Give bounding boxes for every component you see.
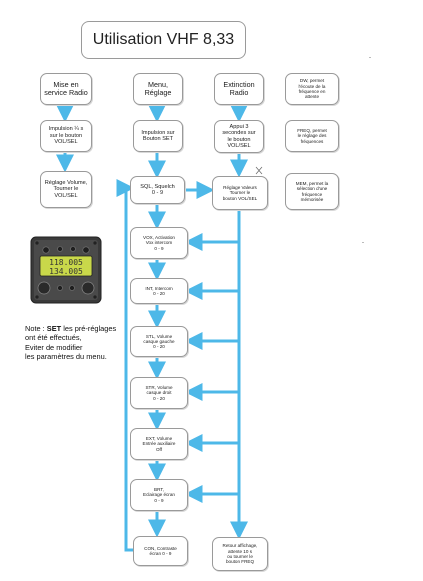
menu-line: 0 - 9	[154, 245, 164, 251]
menu-line: STL, Volume	[145, 333, 173, 339]
step-line: secondes sur	[222, 130, 256, 137]
vhf-radio-image: 118.005 134.005	[30, 236, 102, 304]
menu-line: BRT,	[154, 487, 164, 493]
step-line: attente 10 s	[227, 548, 252, 554]
freq-knob-icon	[81, 281, 95, 295]
step-line: Bouton SET	[142, 136, 174, 142]
step-line: Réglage Valeurs	[223, 185, 257, 191]
note-line: Eviter de modifier	[25, 342, 83, 352]
arrow-loop	[116, 179, 135, 552]
header-line: Menu,	[148, 79, 168, 89]
info-line: attente	[304, 94, 320, 100]
menu-line: VOX, Activation	[143, 235, 175, 241]
menu-line: écran 0 - 9	[149, 551, 172, 556]
step-line: bouton VOL/SEL	[222, 195, 258, 201]
freq-active: 118.005	[49, 258, 83, 267]
page-title: Utilisation VHF 8,33	[92, 31, 235, 48]
menu-line: 0 - 20	[153, 395, 165, 401]
title-box: Utilisation VHF 8,33	[81, 21, 246, 59]
step-line: Retour affichage,	[222, 543, 258, 549]
menu-line: SQL, Squelch	[140, 183, 175, 190]
note-prefix: Note :	[25, 324, 47, 333]
menu-line: casque droit	[146, 390, 172, 396]
header-line: Extinction	[223, 79, 255, 89]
speck	[362, 242, 364, 243]
info-line: mémorisée	[300, 196, 324, 202]
note-bold: SET	[46, 324, 62, 333]
menu-line: 0 - 9	[151, 190, 164, 196]
step-line: VOL/SEL	[54, 139, 78, 146]
menu-line: Entrée auxiliaire	[142, 441, 176, 447]
step-line: sur le bouton	[49, 132, 83, 139]
menu-line: Vox intercom	[145, 240, 173, 246]
info-line: DW, permet	[299, 78, 325, 84]
step-line: bouton FREQ	[225, 559, 255, 565]
menu-line: 0 - 9	[154, 497, 164, 503]
header-line: Réglage	[144, 88, 172, 97]
lcd-display	[39, 255, 93, 277]
step-line: VOL/SEL	[227, 142, 251, 149]
menu-line: STR, Volume	[145, 385, 173, 391]
info-line: FREQ, permet	[297, 128, 327, 134]
step-line: Impulsion ¼ s	[48, 126, 84, 133]
info-line: l'écoute de la	[298, 83, 326, 89]
step-line: VOL/SEL	[54, 192, 78, 199]
info-line: fréquences	[300, 138, 324, 144]
step-line: Appui 3	[229, 123, 249, 130]
step-line: Réglage Volume,	[44, 179, 88, 186]
info-line: fréquence en	[298, 89, 326, 94]
step-line: Impulsion sur	[141, 129, 175, 136]
step-line: Tourner le	[53, 186, 79, 193]
menu-line: Off	[155, 446, 163, 452]
step-line: Tourner le	[229, 190, 251, 196]
menu-line: 0 - 20	[153, 344, 165, 350]
header-line: service Radio	[44, 88, 88, 97]
menu-line: Eclairage écran	[143, 492, 175, 498]
note-line: ont été effectués,	[25, 333, 82, 343]
freq-standby: 134.005	[49, 267, 83, 276]
step-line: ou tourner le	[227, 554, 253, 559]
menu-line: INT, Intercom	[145, 285, 173, 291]
info-line: le réglage des	[297, 133, 327, 139]
header-line: Radio	[229, 88, 249, 97]
header-line: Mise en	[53, 79, 79, 89]
note-line: les paramètres du menu.	[25, 352, 107, 362]
menu-line: CON, Contraste	[144, 545, 177, 551]
box-menu-reglage: Menu,Réglage	[133, 73, 183, 105]
vol-knob-icon	[37, 281, 51, 295]
step-line: le bouton	[227, 136, 251, 143]
info-line: MEM, permet la	[295, 180, 329, 186]
menu-line: casque gauche	[143, 338, 175, 344]
info-line: fréquence	[301, 191, 323, 197]
menu-line: EXT, Volume	[145, 436, 173, 442]
menu-line: 0 - 20	[153, 291, 165, 296]
speck	[369, 57, 371, 58]
note-text: Note : SET les pré-réglages ont été effe…	[25, 324, 135, 362]
info-line: sélection d'une	[296, 186, 328, 192]
note-line: les pré-réglages	[61, 324, 117, 333]
